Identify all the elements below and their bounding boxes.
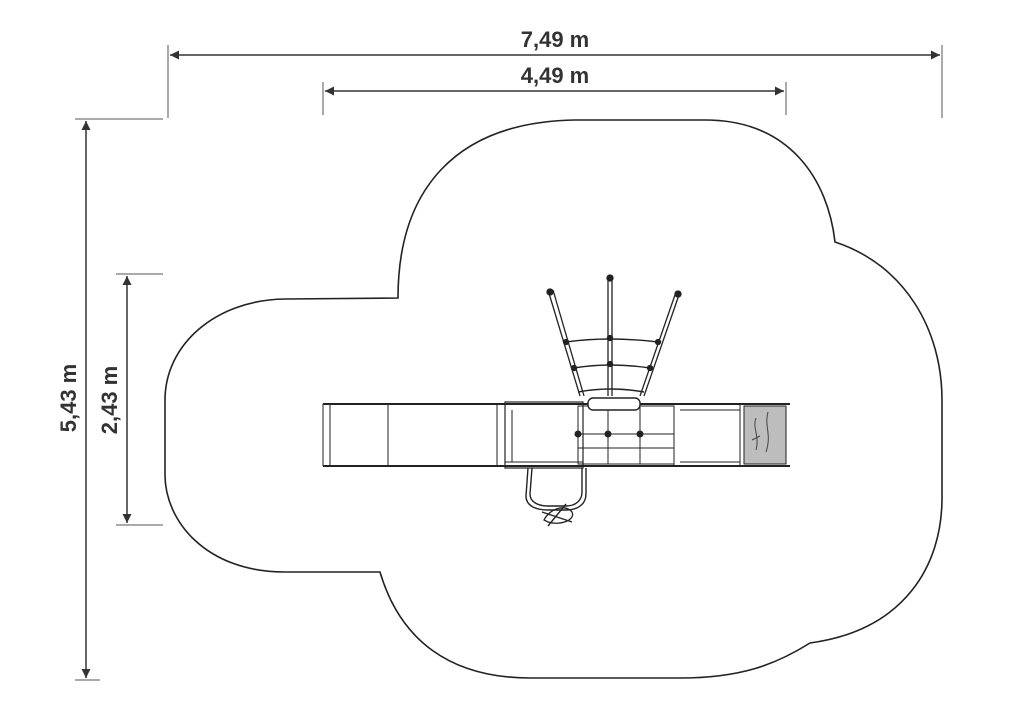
structure-depth-dimension: 2,43 m xyxy=(97,273,163,526)
safety-zone-outline xyxy=(164,119,943,679)
platform xyxy=(504,401,584,469)
overall-width-dimension: 7,49 m xyxy=(167,27,943,118)
climbing-net-section xyxy=(574,405,675,465)
overall-depth-dimension: 5,43 m xyxy=(56,118,163,681)
climbing-wall-panel xyxy=(743,405,787,465)
overall-width-label: 7,49 m xyxy=(521,27,590,52)
structure-width-label: 4,49 m xyxy=(521,63,590,88)
rope-net xyxy=(546,274,682,397)
overall-depth-label: 5,43 m xyxy=(56,364,81,433)
play-structure xyxy=(322,274,790,527)
structure-depth-label: 2,43 m xyxy=(97,366,122,435)
structure-width-dimension: 4,49 m xyxy=(322,63,787,115)
handle-bar xyxy=(587,397,641,411)
right-section xyxy=(673,404,741,466)
left-ramp-panel xyxy=(329,404,498,466)
rope-swing xyxy=(525,467,587,527)
